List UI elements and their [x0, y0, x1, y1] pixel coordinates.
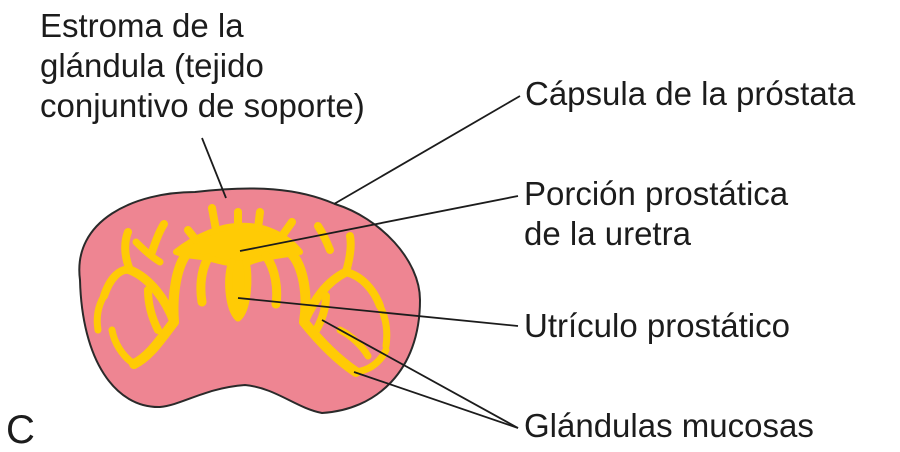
- label-line: Porción prostática: [524, 175, 789, 212]
- label-line: Estroma de la: [40, 7, 244, 44]
- leader-glands-b: [353, 371, 519, 429]
- label-line: glándula (tejido: [40, 47, 264, 84]
- leader-capsule: [333, 95, 521, 205]
- label-prostatic-urethra: Porción prostática de la uretra: [524, 174, 788, 254]
- leader-stroma: [201, 137, 227, 199]
- prostate-capsule-outline: [78, 187, 422, 415]
- utricle: [225, 258, 252, 322]
- leader-urethra: [239, 195, 519, 252]
- leader-lines: [201, 95, 521, 429]
- label-line: conjuntivo de soporte): [40, 87, 365, 124]
- label-line: de la uretra: [524, 215, 691, 252]
- panel-letter: C: [6, 408, 35, 452]
- leader-glands-a: [321, 319, 519, 429]
- label-gland-stroma: Estroma de la glándula (tejido conjuntiv…: [40, 6, 365, 126]
- leader-utricle: [237, 297, 519, 327]
- label-mucous-glands: Glándulas mucosas: [524, 407, 814, 444]
- mucous-glands: [93, 204, 391, 377]
- label-prostatic-utricle: Utrículo prostático: [524, 307, 790, 344]
- label-prostate-capsule: Cápsula de la próstata: [525, 75, 856, 112]
